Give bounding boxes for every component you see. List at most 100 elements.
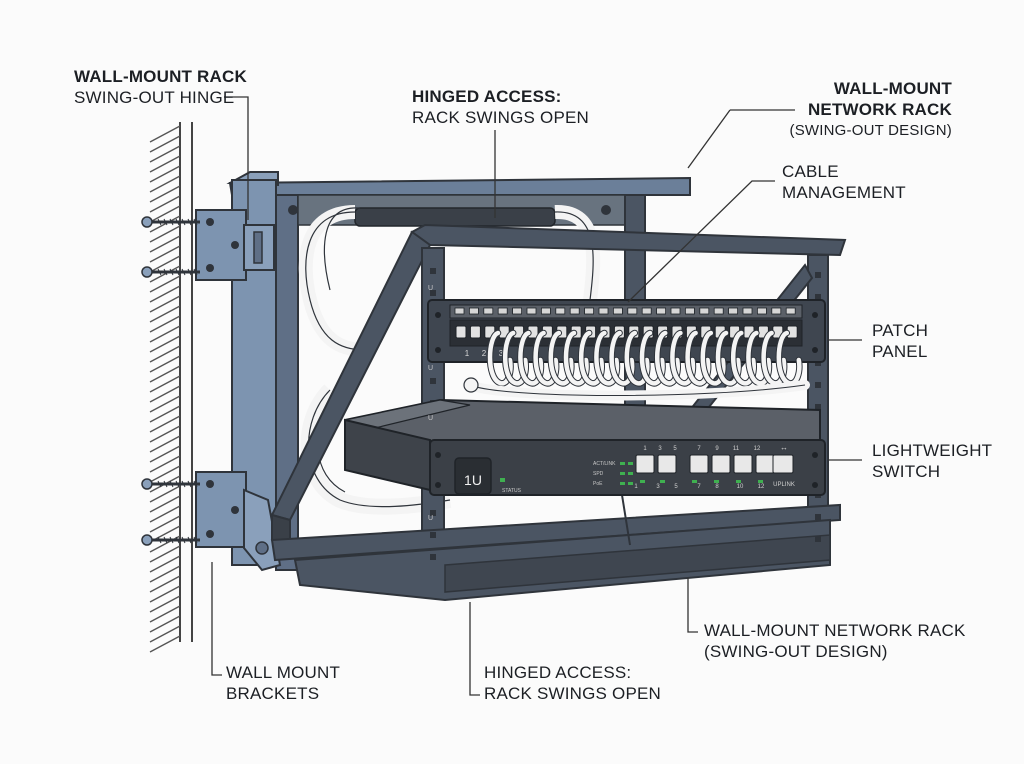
- wall-hatch-line: [149, 175, 181, 193]
- wall-hatch-line: [149, 465, 181, 483]
- hinge-bottom: [195, 471, 282, 572]
- label-lightweight-switch-line1: LIGHTWEIGHT: [872, 441, 993, 460]
- status-led: [628, 482, 633, 485]
- patch-panel-label-tab: [512, 307, 522, 315]
- switch-port-number-bottom: 10: [737, 484, 744, 490]
- patch-panel-port: [469, 325, 481, 339]
- patch-panel-label-tab: [526, 307, 537, 315]
- patch-panel-label-tab: [497, 307, 508, 315]
- patch-panel-label-tab: [627, 307, 638, 315]
- rail-hole: [815, 272, 821, 278]
- switch-port-number-top: 3: [658, 446, 662, 452]
- wall-hatch-line: [149, 565, 181, 583]
- rail-hole: [815, 514, 821, 520]
- rack-unit-label: U: [428, 515, 433, 522]
- wall-hatch-line: [149, 635, 181, 653]
- switch-port-number-bottom: 12: [758, 484, 765, 490]
- switch-port: [635, 454, 655, 474]
- status-led: [620, 462, 625, 465]
- patch-panel-label-tab: [785, 307, 796, 315]
- wall-hatch-line: [149, 385, 181, 403]
- patch-panel-label-tab: [771, 307, 782, 315]
- label-cable-management-line2: MANAGEMENT: [782, 183, 906, 202]
- wall-screws: [141, 216, 200, 546]
- indicator-label-3: PoE: [593, 481, 603, 487]
- wall-hatch-line: [149, 495, 181, 513]
- wall-hatch-line: [149, 195, 181, 213]
- wall-hatch-line: [149, 345, 181, 363]
- patch-panel-port-number: 3: [499, 349, 504, 358]
- wall-hatch-line: [149, 205, 181, 223]
- label-wall-hinge-line2: SWING-OUT HINGE: [74, 88, 235, 107]
- wall-hatch-line: [149, 275, 181, 293]
- label-rack-bottom-line1: WALL-MOUNT NETWORK RACK: [704, 621, 966, 640]
- rack-unit-label: U: [428, 365, 433, 372]
- wall-hatch-line: [149, 395, 181, 413]
- wall-hatch-line: [149, 415, 181, 433]
- label-patch-panel-line1: PATCH: [872, 321, 929, 340]
- wall-hatch-line: [149, 615, 181, 633]
- label-wall-brackets: WALL MOUNT BRACKETS: [226, 662, 340, 704]
- switch-port: [733, 454, 753, 474]
- wall-hatch-line: [149, 365, 181, 383]
- wall-hatch-line: [149, 575, 181, 593]
- wall-hatch-line: [149, 305, 181, 323]
- switch-port-number-bottom: 5: [674, 484, 678, 490]
- patch-panel-label-tab: [584, 307, 594, 315]
- label-hinged-access-bottom-line2: RACK SWINGS OPEN: [484, 684, 662, 703]
- wall-hatch-line: [149, 435, 181, 453]
- label-hinged-access-top: HINGED ACCESS: RACK SWINGS OPEN: [412, 86, 589, 128]
- wall-hatch-line: [149, 215, 181, 233]
- wall-hatch-line: [149, 325, 181, 343]
- wall-hatch-line: [149, 555, 181, 573]
- rail-hole: [815, 382, 821, 388]
- patch-panel-label-tab: [742, 307, 753, 315]
- patch-panel-label-tab: [541, 307, 551, 315]
- wall-hatch-line: [149, 445, 181, 463]
- status-led: [640, 480, 645, 483]
- wall-hatch-line: [149, 225, 181, 243]
- label-lightweight-switch-line2: SWITCH: [872, 462, 941, 481]
- wall-hatch-line: [149, 485, 181, 503]
- switch-port-number-bottom: 8: [715, 484, 719, 490]
- wall-hatch-line: [149, 405, 181, 423]
- label-wall-brackets-line1: WALL MOUNT: [226, 663, 341, 682]
- rail-hole: [430, 378, 436, 384]
- uplink-port: [772, 454, 794, 474]
- status-led: [620, 472, 625, 475]
- patch-panel-label-tab: [699, 307, 710, 315]
- patch-panel-label-tab: [685, 307, 695, 315]
- switch-port-number-bottom: 7: [697, 484, 701, 490]
- status-led: [628, 472, 633, 475]
- hinge-top: [195, 209, 275, 281]
- wall-hatch-line: [149, 125, 181, 143]
- wall-hatch-line: [149, 165, 181, 183]
- label-hinged-access-top-line2: RACK SWINGS OPEN: [412, 108, 590, 127]
- patch-panel-port-number: 1: [465, 349, 470, 358]
- label-hinged-access-bottom: HINGED ACCESS: RACK SWINGS OPEN: [484, 662, 661, 704]
- status-led: [620, 482, 625, 485]
- wall: [149, 122, 193, 653]
- switch-port-number-bottom: 3: [656, 484, 660, 490]
- wall-screw: [141, 266, 200, 278]
- switch-port-number-top: 11: [733, 446, 740, 452]
- label-patch-panel-line2: PANEL: [872, 342, 928, 361]
- wall-hatch-line: [149, 455, 181, 473]
- wall-hatch-line: [149, 595, 181, 613]
- patch-panel-label-tab: [757, 307, 767, 315]
- rack-unit-label: U: [428, 415, 433, 422]
- rail-hole: [430, 532, 436, 538]
- patch-panel-label-tab: [468, 307, 479, 315]
- indicator-label-1: ACT/LINK: [593, 461, 616, 467]
- switch-port-number-top: 7: [697, 446, 701, 452]
- patch-panel-port: [455, 325, 467, 339]
- patch-panel-label-tab: [713, 307, 724, 315]
- label-rack-bottom-line2: (SWING-OUT DESIGN): [704, 642, 888, 661]
- patch-panel-label-tab: [454, 307, 465, 315]
- wall-hatch-line: [149, 235, 181, 253]
- switch-port: [755, 454, 775, 474]
- wall-hatch-line: [149, 625, 181, 643]
- wall-hatch-line: [149, 585, 181, 603]
- label-rack-top-line2: NETWORK RACK: [807, 100, 952, 119]
- wall-hatch-line: [149, 245, 181, 263]
